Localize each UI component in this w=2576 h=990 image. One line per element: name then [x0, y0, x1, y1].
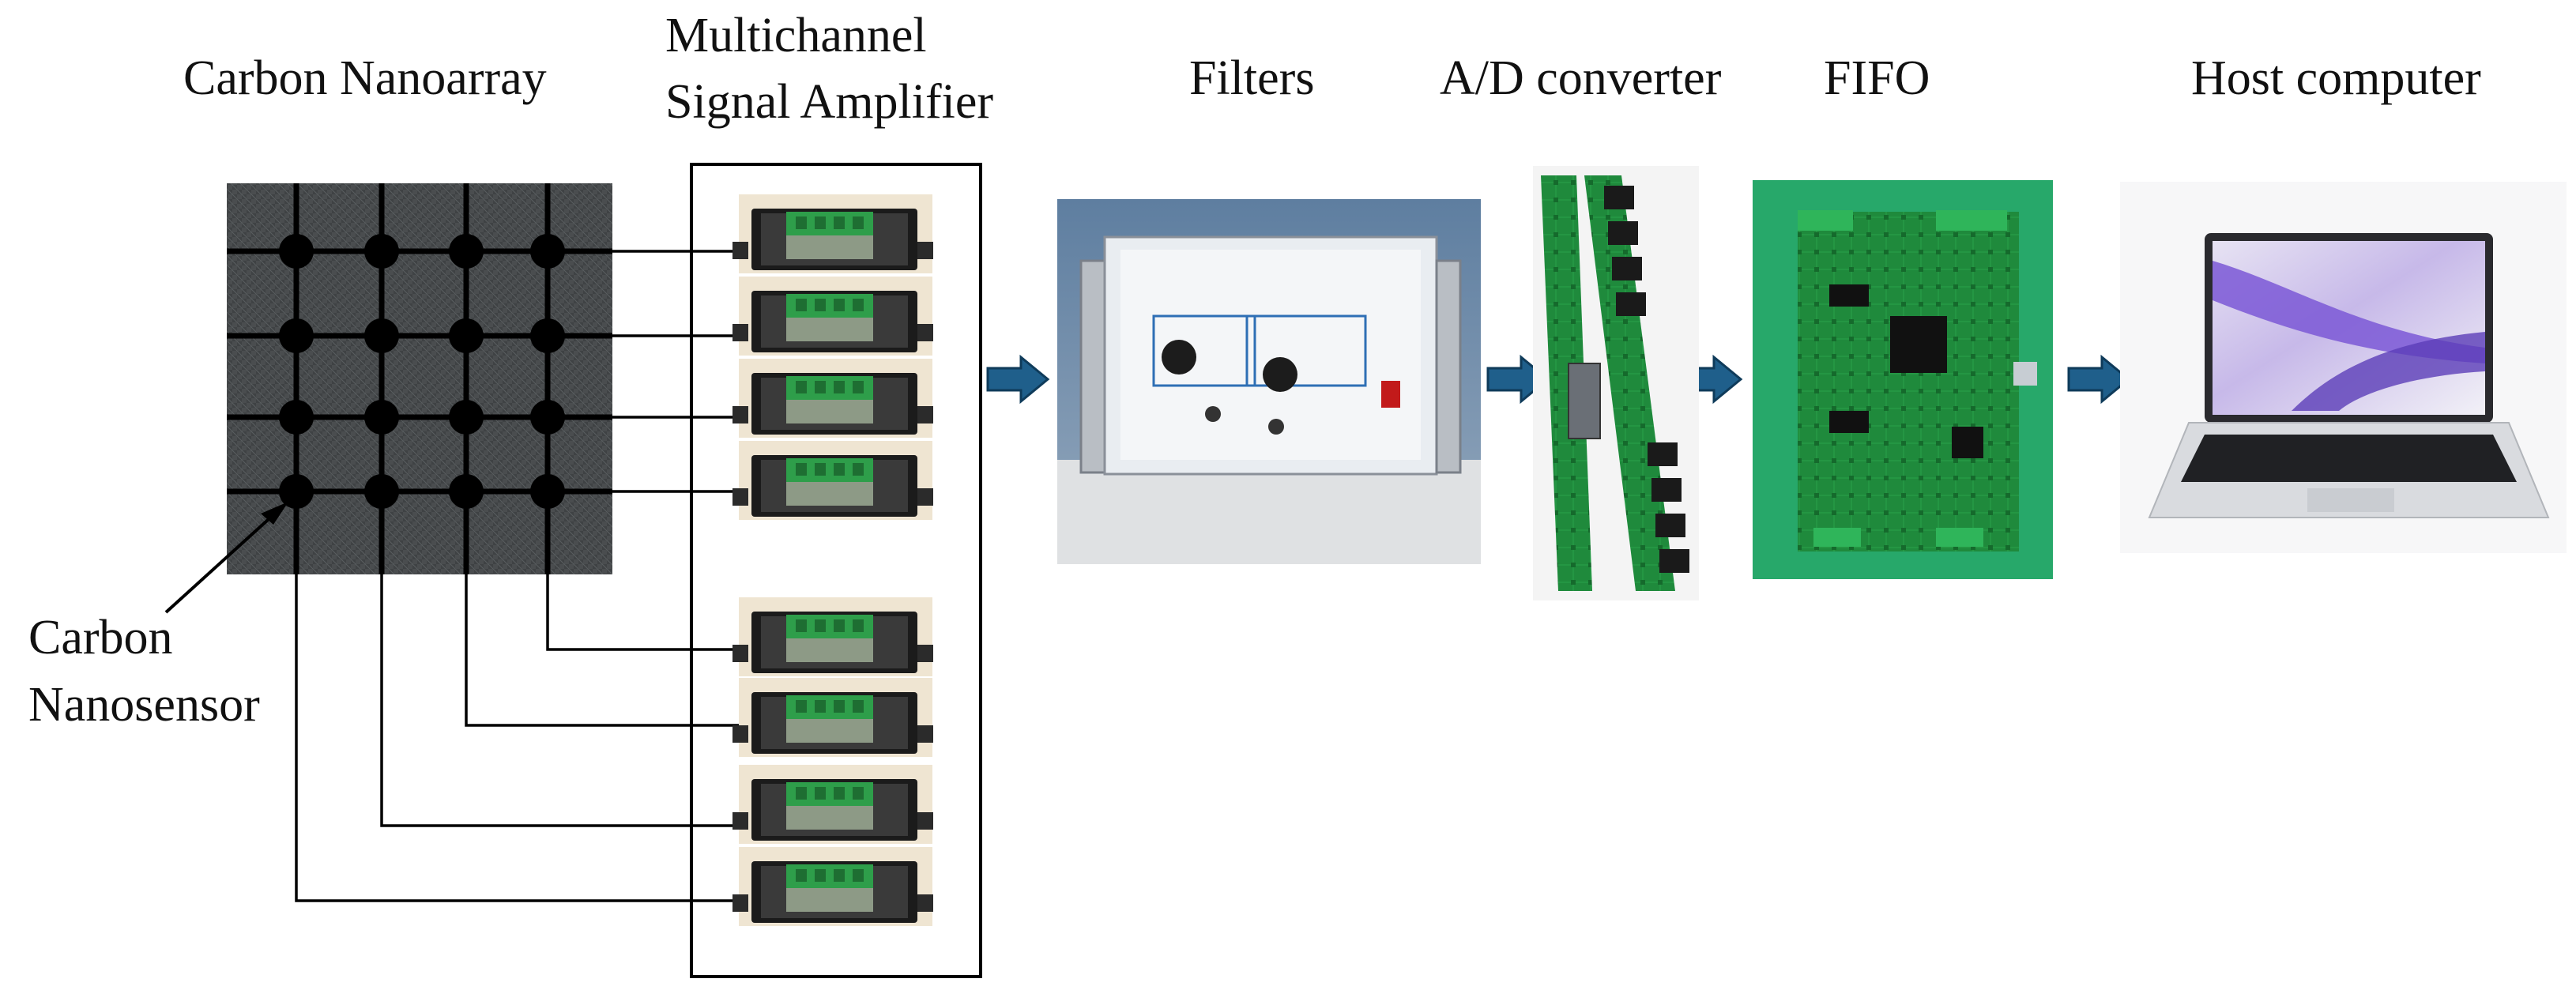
label-amplifier-line2: Signal Amplifier	[665, 75, 994, 129]
label-nanosensor-line2: Nanosensor	[28, 678, 260, 732]
fifo-board	[1753, 180, 2053, 579]
label-amplifier-line1: Multichannel	[665, 9, 927, 62]
label-host-computer: Host computer	[2191, 51, 2481, 105]
filters-device	[1057, 199, 1481, 564]
carbon-nanoarray	[227, 183, 612, 574]
ad-converter-board	[1533, 166, 1699, 600]
multichannel-amplifier	[690, 163, 982, 978]
label-filters: Filters	[1189, 51, 1315, 105]
arrow-amplifier-to-filters	[986, 356, 1049, 403]
label-nanosensor-line1: Carbon	[28, 611, 173, 664]
label-fifo: FIFO	[1824, 51, 1930, 105]
host-computer-laptop	[2120, 182, 2567, 553]
nanosensor-pointer	[164, 502, 288, 614]
signal-wires	[295, 250, 743, 902]
label-carbon-nanoarray: Carbon Nanoarray	[183, 51, 547, 105]
arrow-fifo-to-host	[2067, 356, 2130, 403]
label-ad-converter: A/D converter	[1440, 51, 1722, 105]
